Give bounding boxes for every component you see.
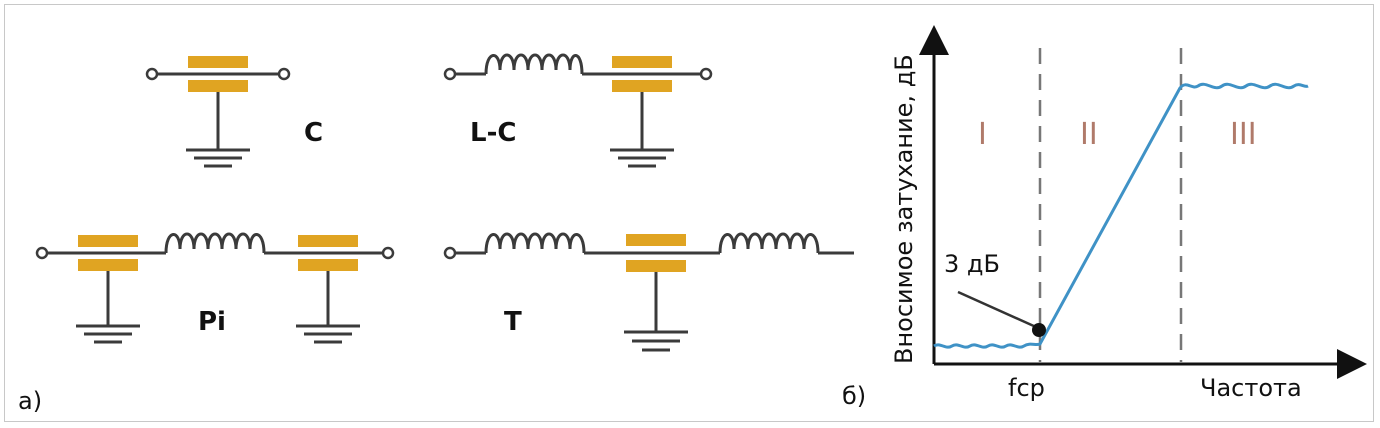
filter-lc-label: L-C — [470, 118, 516, 148]
attenuation-curve — [933, 82, 1309, 349]
cutoff-point — [1032, 323, 1046, 337]
annotation-3db: 3 дБ — [944, 250, 1000, 278]
filter-t-label: T — [504, 307, 522, 337]
region-label-transition: II — [1080, 117, 1098, 152]
annotation-leader — [957, 290, 1037, 329]
inductor-coil — [164, 232, 266, 254]
region-label-passband: I — [978, 117, 987, 152]
filter-c-label: C — [304, 118, 323, 148]
y-axis-label: Вносимое затухание, дБ — [890, 54, 918, 364]
figure-frame — [4, 4, 1374, 422]
inductor-coil — [484, 232, 586, 254]
inductor-coil — [718, 232, 820, 254]
filter-c-schematic: C — [145, 56, 323, 168]
filter-pi-schematic: Pi — [35, 232, 395, 344]
panel-a-label: а) — [18, 387, 42, 415]
inductor-coil — [484, 53, 584, 75]
panel-b-label: б) — [842, 382, 866, 410]
filter-t-schematic: T — [443, 232, 854, 352]
x-axis-label: Частота — [1200, 374, 1302, 402]
x-tick-fc: fcp — [1008, 374, 1045, 402]
insertion-loss-chart: I II III 3 дБ Вносимое затухание, дБ fcp… — [890, 25, 1367, 402]
region-label-stopband: III — [1230, 117, 1257, 152]
filter-lc-schematic: L-C — [443, 53, 713, 168]
filter-pi-label: Pi — [198, 307, 226, 337]
